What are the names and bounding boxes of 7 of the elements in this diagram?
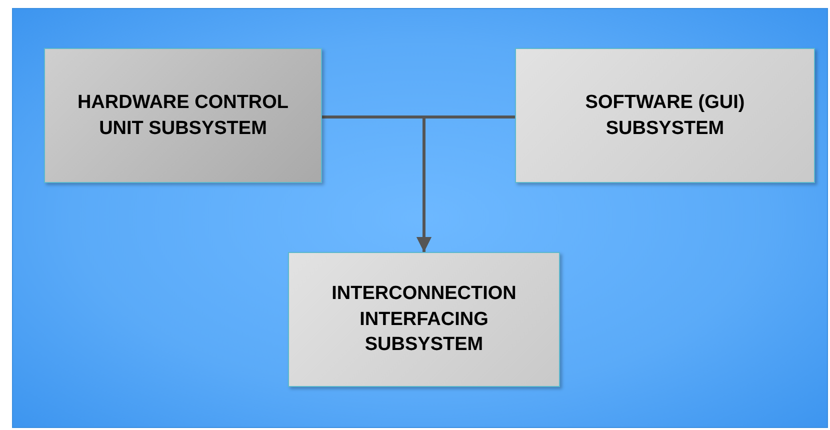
connector-arrow [416,116,515,252]
box-label: SOFTWARE (GUI) SUBSYSTEM [584,90,746,140]
subsystem-box [44,48,322,183]
subsystem-box [288,252,560,387]
box-label: INTERCONNECTION INTERFACING SUBSYSTEM [330,282,518,358]
box-label: HARDWARE CONTROL UNIT SUBSYSTEM [76,90,290,140]
subsystem-box [515,48,815,183]
